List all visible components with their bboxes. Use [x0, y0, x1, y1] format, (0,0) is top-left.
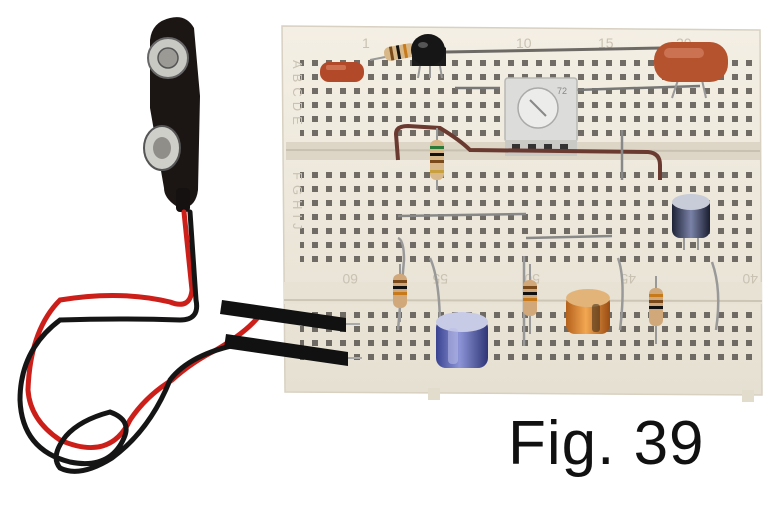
resistor — [393, 264, 407, 322]
battery-wire-black — [17, 209, 333, 474]
jumper-wire — [616, 257, 624, 331]
heat-shrink-sleeve — [220, 300, 362, 366]
jumper-wire — [393, 123, 662, 180]
column-number: 15 — [598, 35, 614, 51]
resistor — [430, 128, 444, 190]
battery-clip — [143, 17, 200, 212]
jumper-wire — [445, 46, 663, 54]
electrolytic-capacitor — [672, 194, 710, 250]
column-number: 60 — [342, 271, 358, 287]
trimmer-potentiometer: 72 — [504, 77, 578, 156]
jumper-wire — [710, 261, 720, 331]
film-capacitor — [654, 42, 728, 99]
jumper-wire — [574, 84, 701, 92]
column-number: 40 — [742, 271, 758, 287]
jumper-wire — [397, 212, 527, 218]
resistor — [649, 276, 663, 344]
film-capacitor — [320, 62, 364, 82]
column-number: 1 — [362, 35, 370, 51]
jumper-wire — [396, 236, 406, 331]
transistor — [411, 34, 446, 79]
battery-wire-red — [25, 209, 303, 450]
electrolytic-capacitor — [566, 289, 610, 334]
pot-marking: 72 — [557, 86, 567, 96]
figure-caption: Fig. 39 — [508, 409, 705, 478]
column-number: 10 — [516, 35, 532, 51]
resistor — [523, 264, 537, 334]
jumper-wire — [525, 234, 613, 240]
electrolytic-capacitor — [436, 312, 488, 368]
top-row-letters: ABCDE — [290, 60, 305, 130]
bottom-row-letters: FGHIJ — [290, 172, 305, 235]
column-number: 45 — [620, 271, 636, 287]
